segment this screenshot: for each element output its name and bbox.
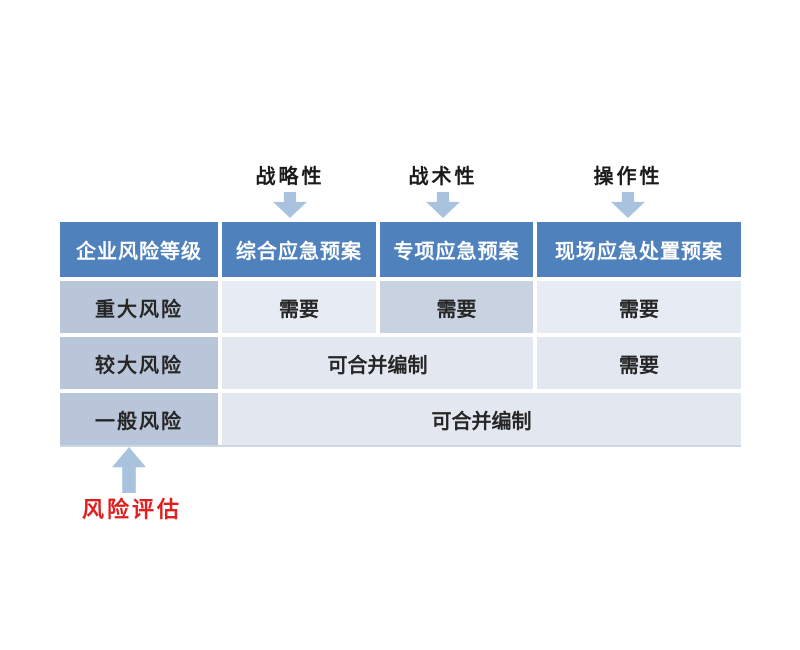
table-cell-merged-combinable: 可合并编制: [222, 393, 741, 445]
arrow-down-icon: [273, 192, 307, 218]
arrow-down-icon: [611, 192, 645, 218]
header-cell-onsite-plan: 现场应急处置预案: [537, 222, 741, 277]
table-cell-merged-combinable: 可合并编制: [222, 337, 533, 389]
top-label-tactical: 战术性: [408, 164, 478, 188]
risk-plan-table: 企业风险等级 综合应急预案 专项应急预案 现场应急处置预案 重大风险 需要 需要…: [60, 222, 741, 447]
header-cell-comprehensive-plan: 综合应急预案: [222, 222, 376, 277]
risk-assessment-label: 风险评估: [82, 497, 183, 523]
top-label-operational: 操作性: [593, 164, 663, 188]
row-label-major-risk: 重大风险: [60, 281, 218, 333]
table-cell-required-highlighted: 需要: [380, 281, 533, 333]
top-label-strategic: 战略性: [255, 164, 325, 188]
header-cell-risk-level: 企业风险等级: [60, 222, 218, 277]
arrow-down-icon: [426, 192, 460, 218]
table-cell-required: 需要: [222, 281, 376, 333]
header-cell-special-plan: 专项应急预案: [380, 222, 533, 277]
row-label-larger-risk: 较大风险: [60, 337, 218, 389]
table-cell-required: 需要: [537, 281, 741, 333]
row-label-general-risk: 一般风险: [60, 393, 218, 445]
arrow-up-icon: [112, 447, 146, 493]
table-cell-required: 需要: [537, 337, 741, 389]
